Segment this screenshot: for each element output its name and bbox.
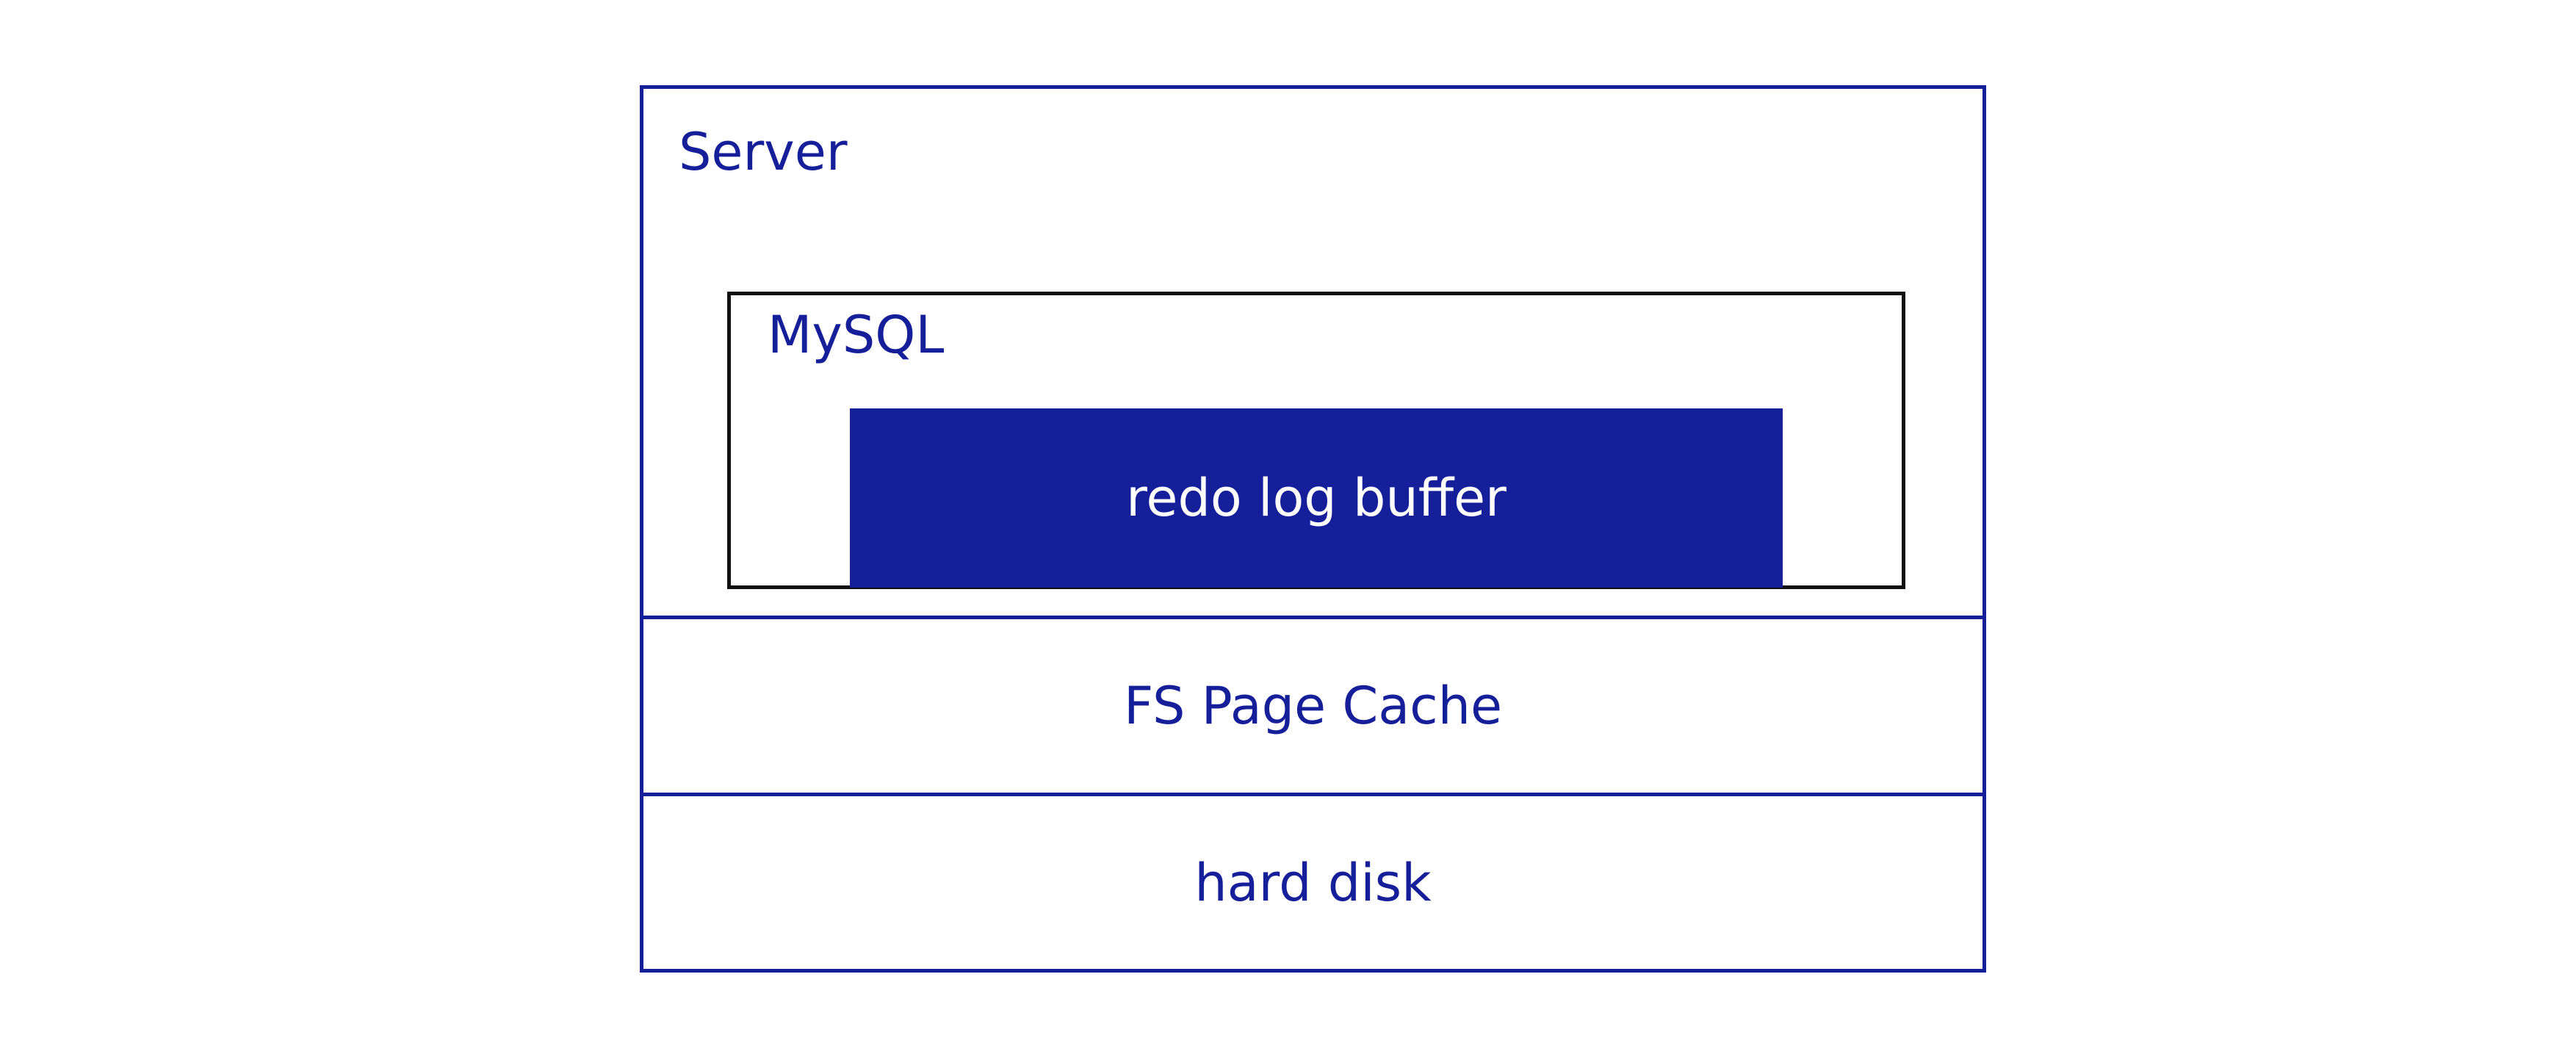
redo-log-buffer-box: redo log buffer: [850, 408, 1783, 588]
server-label: Server: [679, 122, 848, 182]
fs-page-cache-layer: FS Page Cache: [640, 616, 1986, 796]
server-box: [640, 85, 1986, 620]
redo-log-buffer-label: redo log buffer: [1126, 468, 1507, 528]
hard-disk-layer: hard disk: [640, 793, 1986, 973]
hard-disk-label: hard disk: [1194, 852, 1432, 913]
mysql-label: MySQL: [768, 305, 945, 365]
fs-page-cache-label: FS Page Cache: [1123, 676, 1503, 736]
